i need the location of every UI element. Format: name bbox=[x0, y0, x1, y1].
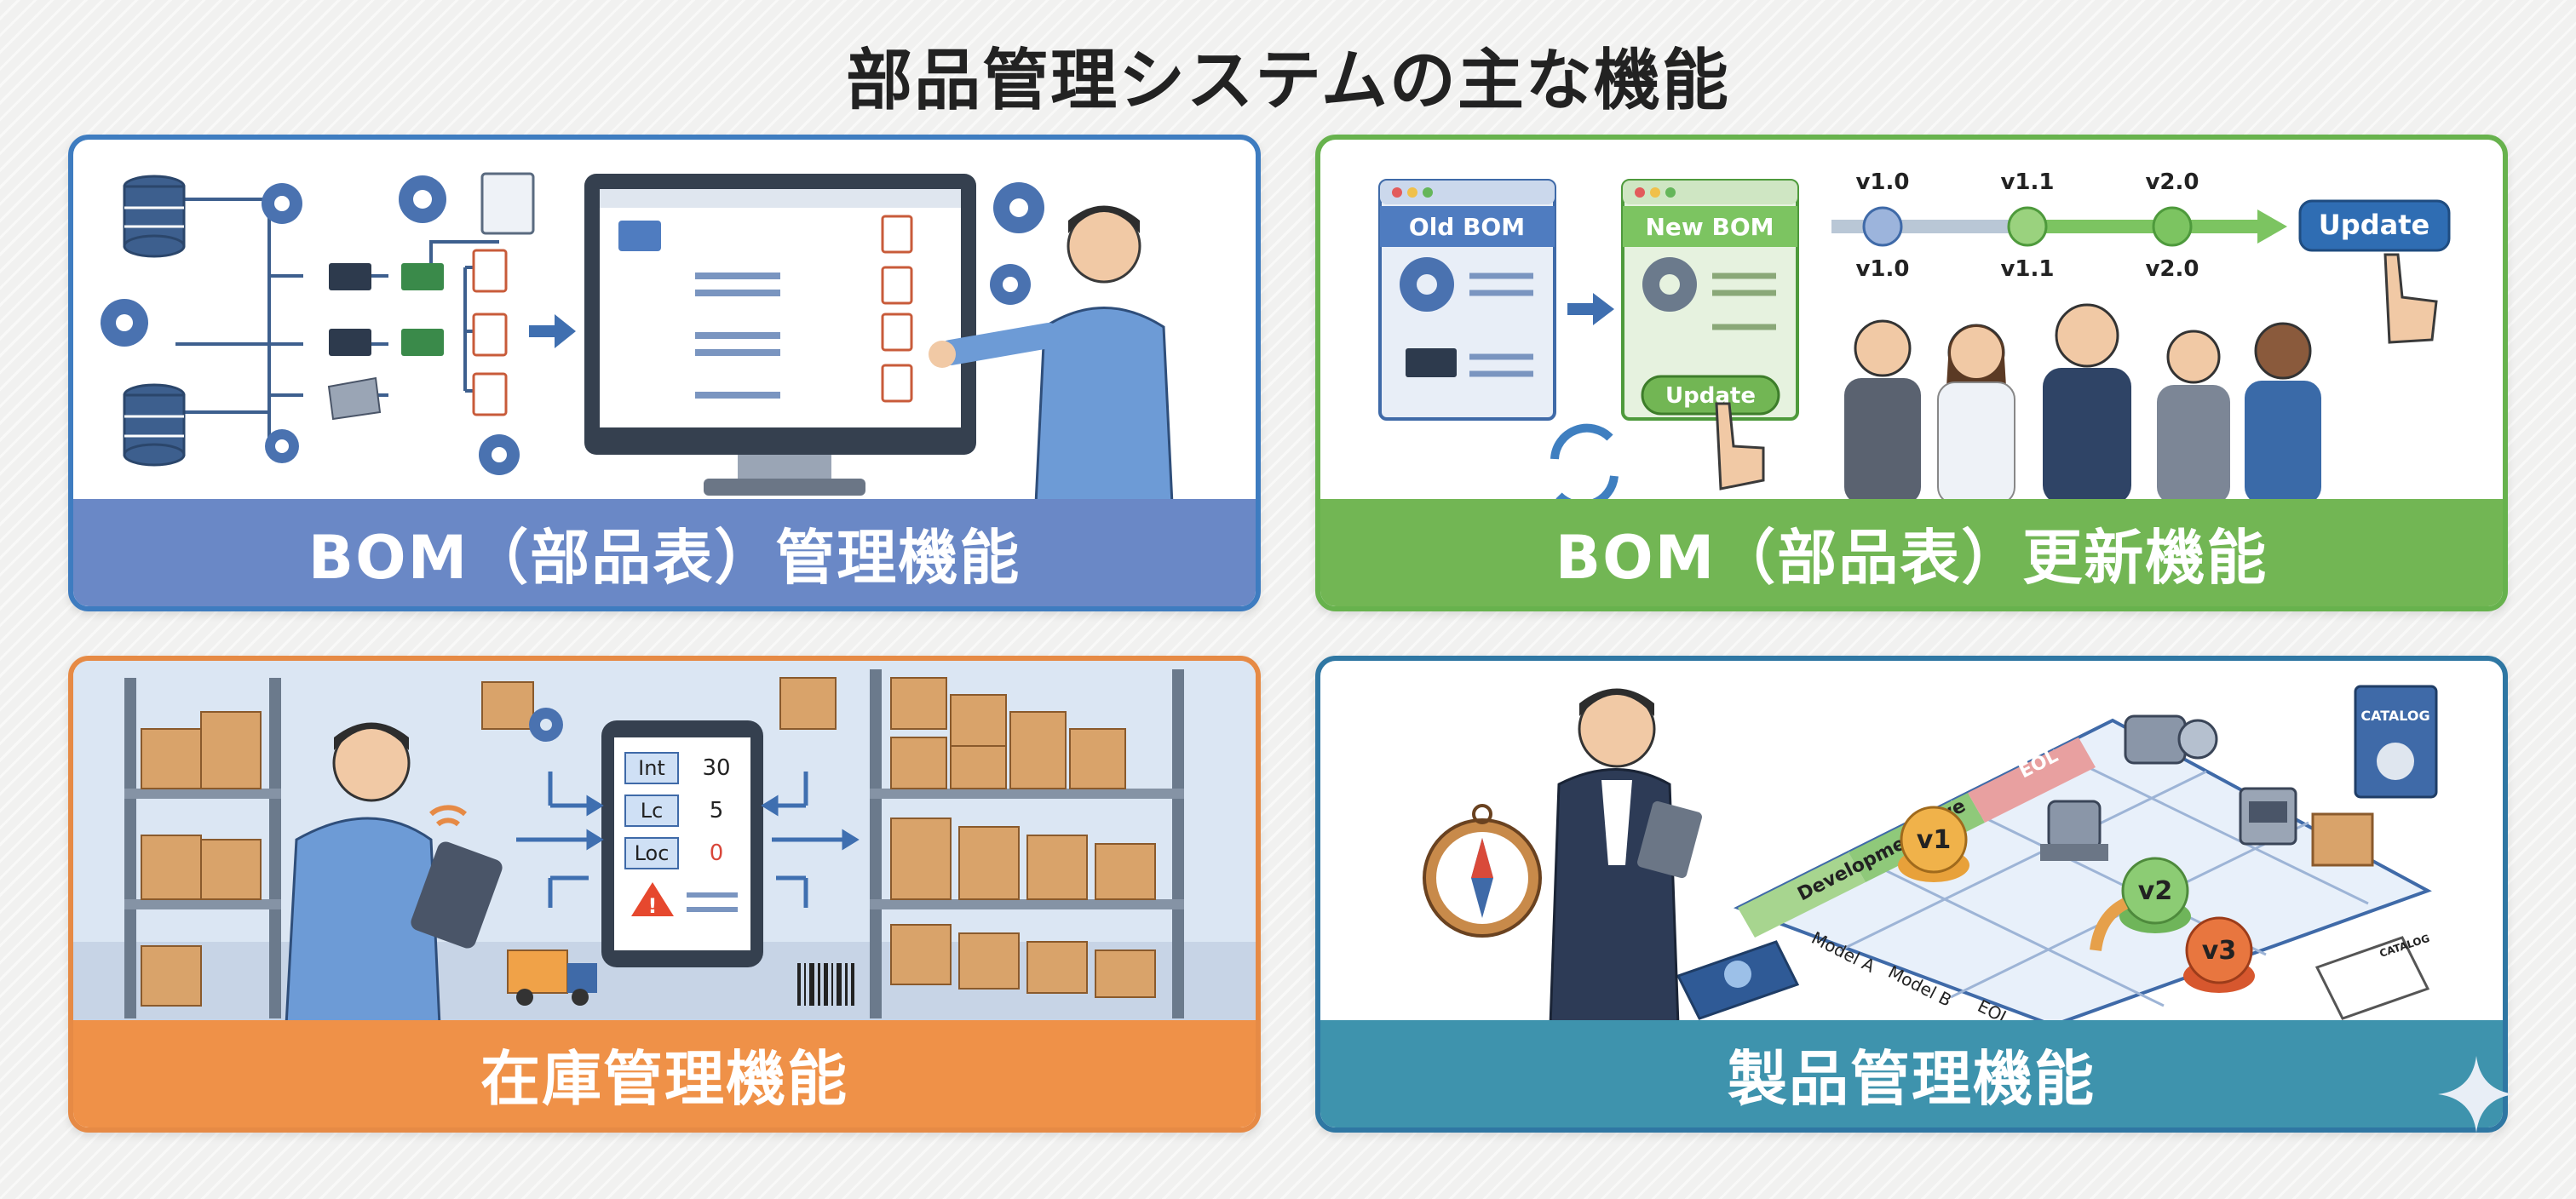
pdf-file-icon bbox=[472, 249, 508, 416]
compass-icon bbox=[1423, 804, 1542, 938]
version-token bbox=[2183, 916, 2255, 993]
panel-bom-management: BOM（部品表）管理機能 bbox=[68, 135, 1261, 611]
warning-icon: ! bbox=[631, 882, 674, 918]
version-token-label: v1 bbox=[1917, 825, 1951, 855]
pdf-file-icon bbox=[881, 215, 913, 403]
version-label-top: v2.0 bbox=[2145, 169, 2199, 195]
folder-icon bbox=[618, 221, 661, 251]
version-label-bottom: v1.1 bbox=[2000, 256, 2054, 282]
document-icon bbox=[480, 172, 535, 235]
globe-book-icon bbox=[1676, 940, 1800, 1020]
box-icon bbox=[2311, 812, 2374, 867]
team-thumbs-up-icon bbox=[1844, 303, 2321, 504]
old-bom-label: Old BOM bbox=[1409, 213, 1525, 241]
wifi-icon bbox=[429, 805, 467, 827]
bom-management-illustration bbox=[73, 140, 1256, 504]
chip-icon bbox=[1406, 348, 1457, 377]
version-token bbox=[2119, 857, 2191, 933]
gear-icon bbox=[101, 175, 1044, 475]
cardboard-box-icon bbox=[141, 711, 262, 1007]
catalog-label: CATALOG bbox=[2360, 708, 2429, 724]
cardboard-box-icon bbox=[779, 677, 837, 730]
update-pill[interactable] bbox=[2298, 199, 2451, 252]
inventory-illustration: Int Lc Loc 30 5 0 ! bbox=[73, 661, 1256, 1025]
version-label-top: v1.0 bbox=[1855, 169, 1909, 195]
refresh-icon bbox=[1550, 423, 1619, 504]
person-clipboard-icon bbox=[1549, 688, 1702, 1025]
old-bom-window: Old BOM bbox=[1378, 179, 1556, 421]
warehouse-shelf-icon bbox=[124, 678, 281, 1018]
arrow-right-icon bbox=[1567, 293, 1614, 325]
catalog-icon bbox=[2354, 685, 2438, 799]
panel-inventory: Int Lc Loc 30 5 0 ! bbox=[68, 656, 1261, 1133]
new-bom-label: New BOM bbox=[1645, 213, 1774, 241]
product-management-illustration: Development Active EOL Model A Model B E… bbox=[1320, 661, 2503, 1025]
catalog-icon bbox=[2314, 936, 2430, 1020]
gear-icon bbox=[529, 708, 563, 742]
svg-text:!: ! bbox=[648, 894, 658, 918]
panel-product-management: Development Active EOL Model A Model B E… bbox=[1315, 656, 2508, 1133]
new-bom-window: New BOM Update bbox=[1621, 179, 1799, 421]
warehouse-shelf-icon bbox=[870, 669, 1184, 1018]
database-icon bbox=[123, 383, 186, 467]
sparkle-icon bbox=[2438, 1056, 2515, 1133]
cardboard-box-icon bbox=[890, 677, 1156, 998]
database-icon bbox=[123, 175, 186, 258]
version-label-bottom: v2.0 bbox=[2145, 256, 2199, 282]
version-token-label: v2 bbox=[2138, 876, 2172, 906]
person-tablet-icon bbox=[285, 722, 503, 1025]
panel-label: BOM（部品表）管理機能 bbox=[73, 499, 1256, 606]
version-token bbox=[1898, 806, 1969, 882]
person-pointing-icon bbox=[929, 205, 1174, 504]
hand-pointer-icon bbox=[1715, 402, 1765, 490]
tablet-row-key: Lc bbox=[641, 799, 664, 823]
version-label-top: v1.1 bbox=[2000, 169, 2054, 195]
panel-bom-update: Old BOM New BOM Update bbox=[1315, 135, 2508, 611]
circuit-board-icon bbox=[401, 263, 444, 356]
version-token-label: v3 bbox=[2202, 936, 2236, 966]
tablet-row-value: 0 bbox=[710, 840, 724, 866]
tablet-row-value: 5 bbox=[710, 798, 724, 823]
printer-icon bbox=[2239, 787, 2297, 846]
motor-icon bbox=[2124, 714, 2218, 765]
panel-label: BOM（部品表）更新機能 bbox=[1320, 499, 2503, 606]
update-button-label: Update bbox=[1665, 383, 1756, 409]
truck-icon bbox=[507, 949, 597, 1006]
arrow-right-icon bbox=[529, 314, 576, 348]
tablet-row-value: 30 bbox=[702, 755, 730, 781]
page-title: 部品管理システムの主な機能 bbox=[846, 43, 1730, 119]
hand-pointer-icon bbox=[2383, 253, 2438, 344]
bom-update-illustration: Old BOM New BOM Update bbox=[1320, 140, 2503, 504]
barcode-icon bbox=[797, 963, 854, 1006]
version-label-bottom: v1.0 bbox=[1855, 256, 1909, 282]
panel-label: 在庫管理機能 bbox=[73, 1020, 1256, 1127]
update-pill-label: Update bbox=[2319, 209, 2429, 241]
chip-icon bbox=[329, 263, 371, 356]
camera-sensor-icon bbox=[2040, 800, 2108, 861]
update-button[interactable] bbox=[1641, 375, 1780, 416]
panel-label: 製品管理機能 bbox=[1320, 1020, 2503, 1127]
inventory-tablet: Int Lc Loc 30 5 0 ! bbox=[601, 720, 763, 967]
tablet-row-key: Int bbox=[638, 756, 665, 780]
cardboard-box-icon bbox=[481, 681, 534, 730]
metal-bracket-icon bbox=[327, 376, 382, 421]
tablet-row-key: Loc bbox=[635, 841, 670, 865]
